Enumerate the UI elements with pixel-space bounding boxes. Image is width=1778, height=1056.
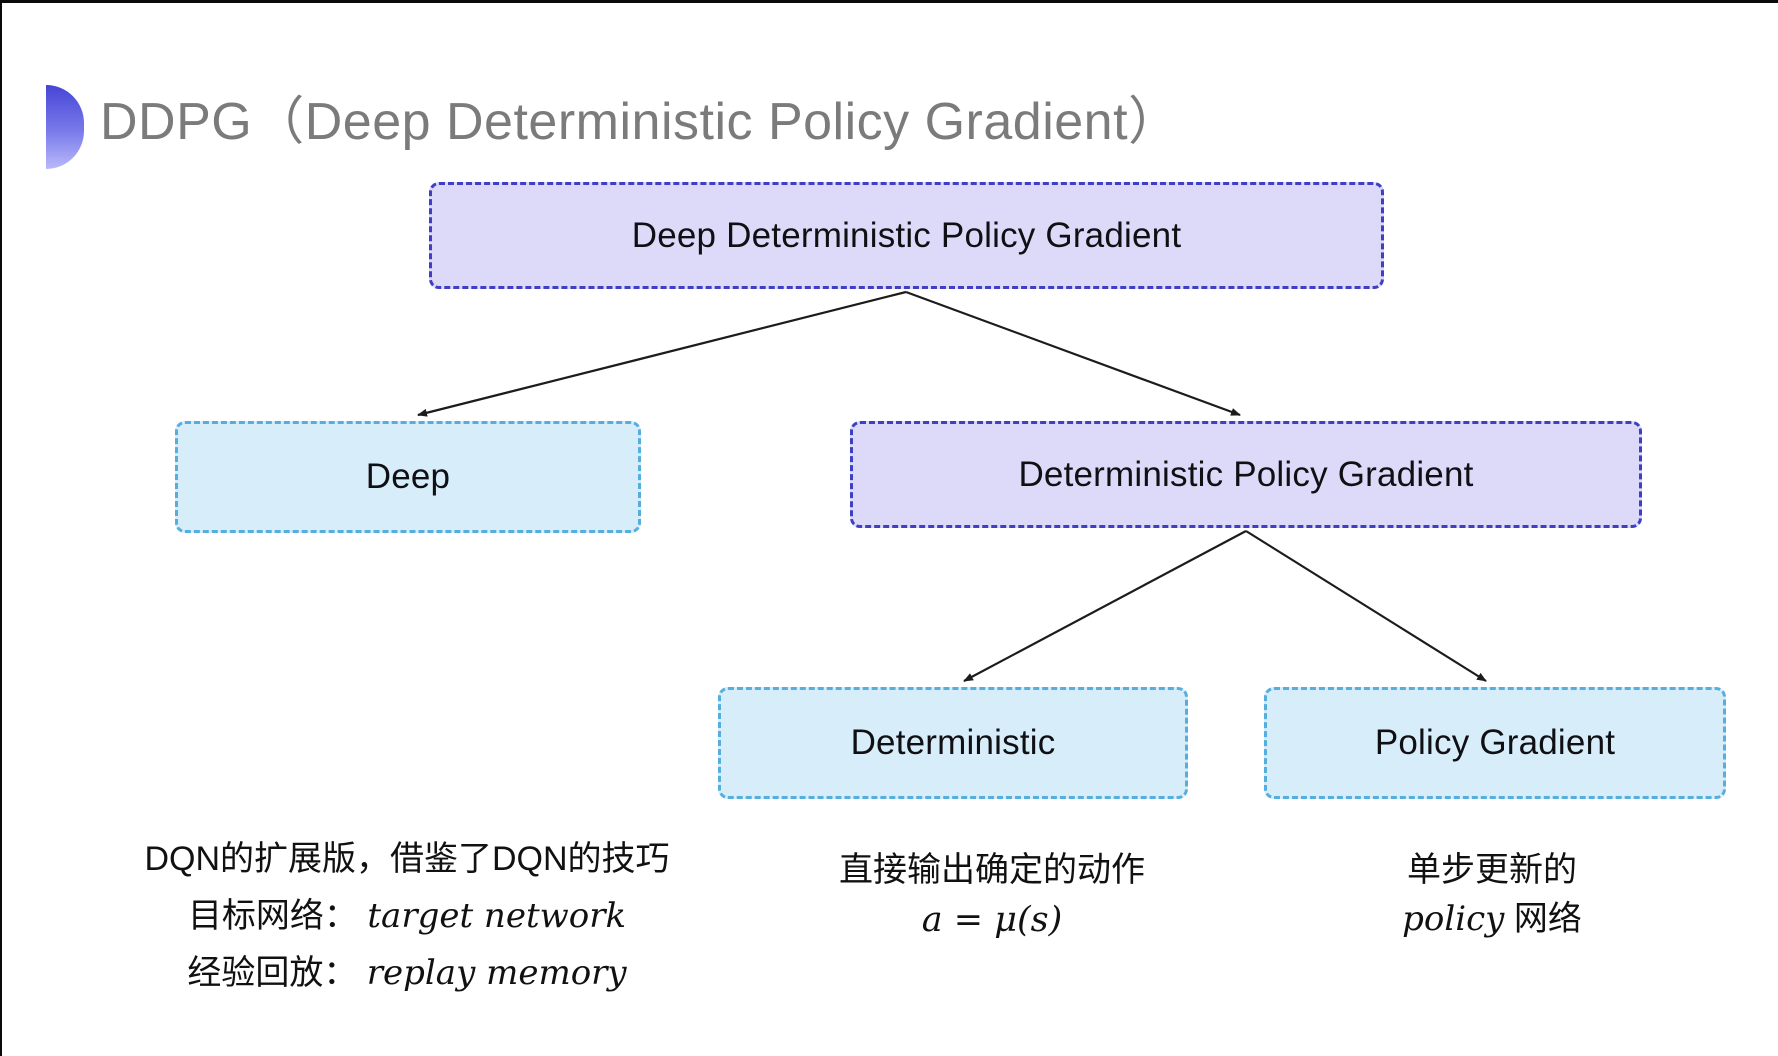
node-label: Deterministic Policy Gradient — [1018, 454, 1474, 494]
term-policy: policy — [1402, 899, 1505, 940]
node-label: Policy Gradient — [1374, 723, 1616, 762]
note-deterministic-action: 直接输出确定的动作 a = μ(s) — [777, 846, 1207, 946]
slide-title: DDPG（Deep Deterministic Policy Gradient） — [100, 93, 1181, 151]
note-line: 经验回放： replay memory — [187, 953, 627, 994]
node-label: Deterministic — [850, 723, 1056, 762]
note-formula: a = μ(s) — [921, 900, 1063, 941]
note-line: DQN的扩展版，借鉴了DQN的技巧 — [144, 840, 670, 878]
note-line: 直接输出确定的动作 — [839, 851, 1145, 889]
node-deterministic-policy-gradient: Deterministic Policy Gradient — [850, 421, 1642, 528]
node-deep: Deep — [175, 421, 641, 533]
node-label: Deep Deterministic Policy Gradient — [631, 215, 1182, 255]
node-deterministic: Deterministic — [718, 687, 1188, 799]
term-target-network: target network — [367, 896, 627, 937]
note-dqn-extension: DQN的扩展版，借鉴了DQN的技巧 目标网络： target network 经… — [112, 831, 702, 1002]
node-policy-gradient: Policy Gradient — [1264, 687, 1726, 799]
node-deep-deterministic-policy-gradient: Deep Deterministic Policy Gradient — [429, 182, 1384, 289]
term-replay-memory: replay memory — [366, 953, 627, 994]
accent-half-disc-icon — [46, 85, 84, 169]
node-label: Deep — [365, 457, 451, 496]
note-line: 单步更新的 — [1407, 851, 1577, 889]
note-line: policy 网络 — [1402, 899, 1582, 940]
note-line: 目标网络： target network — [187, 896, 627, 937]
note-policy-network: 单步更新的 policy 网络 — [1292, 846, 1692, 945]
